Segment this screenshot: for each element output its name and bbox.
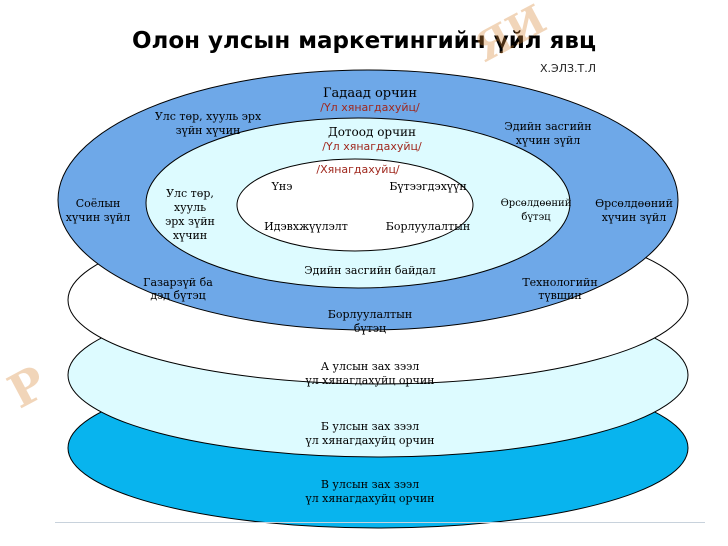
footer-divider xyxy=(55,522,705,523)
layer-b-line2: үл хянагдахуйц орчин xyxy=(304,434,434,447)
outer-left-bottom-1: Газарзүй ба xyxy=(143,276,213,289)
outer-left-bottom-2: дэд бүтэц xyxy=(150,289,205,302)
core-item-promotion: Идэвхжүүлэлт xyxy=(264,220,348,233)
top-right-label: Х.ЭЛЗ.Т.Л xyxy=(540,62,597,75)
core-item-distribution: Борлуулалтын xyxy=(386,220,470,233)
core-item-product: Бүтээгдэхүүн xyxy=(389,180,466,193)
outer-right-bottom-1: Технологийн xyxy=(522,276,597,289)
outer-left-top-2: зүйн хүчин xyxy=(176,124,241,137)
middle-left-4: хүчин xyxy=(173,229,207,242)
middle-left-2: хууль xyxy=(174,201,206,214)
outer-left-top-1: Улс төр, хууль эрх xyxy=(155,110,262,123)
middle-left-1: Улс төр, xyxy=(166,187,214,200)
outer-subtitle: /Үл хянагдахуйц/ xyxy=(320,101,420,114)
outer-bottom-1: Борлуулалтын xyxy=(328,308,412,321)
page-title: Олон улсын маркетингийн үйл явц xyxy=(131,28,597,54)
layer-v-line1: В улсын зах зээл xyxy=(321,478,419,491)
layer-a-line1: А улсын зах зээл xyxy=(321,360,420,373)
outer-right-bottom-2: түвшин xyxy=(538,289,581,302)
layer-v-line2: үл хянагдахуйц орчин xyxy=(304,492,434,505)
middle-bottom: Эдийн засгийн байдал xyxy=(304,264,435,277)
middle-right-1: Өрсөлдөөний xyxy=(501,198,572,209)
outer-title: Гадаад орчин xyxy=(323,86,417,101)
layer-a-line2: үл хянагдахуйц орчин xyxy=(304,374,434,387)
controllable-core xyxy=(236,158,474,252)
middle-title: Дотоод орчин xyxy=(328,125,416,139)
outer-right-top-1: Эдийн засгийн xyxy=(504,120,591,133)
layer-b-line1: Б улсын зах зээл xyxy=(321,420,419,433)
core-item-price: Үнэ xyxy=(271,180,293,193)
outer-left-1: Соёлын xyxy=(76,197,121,210)
middle-right-2: бүтэц xyxy=(521,212,551,223)
middle-left-3: эрх зүйн xyxy=(165,215,215,228)
outer-left-2: хүчин зүйл xyxy=(66,211,130,224)
middle-subtitle: /Үл хянагдахуйц/ xyxy=(322,140,422,153)
outer-right-2: хүчин зүйл xyxy=(602,211,666,224)
outer-right-1: Өрсөлдөөний xyxy=(595,197,673,210)
core-title: /Хянагдахуйц/ xyxy=(316,163,400,176)
outer-bottom-2: бүтэц xyxy=(354,322,386,335)
outer-right-top-2: хүчин зүйл xyxy=(516,134,580,147)
